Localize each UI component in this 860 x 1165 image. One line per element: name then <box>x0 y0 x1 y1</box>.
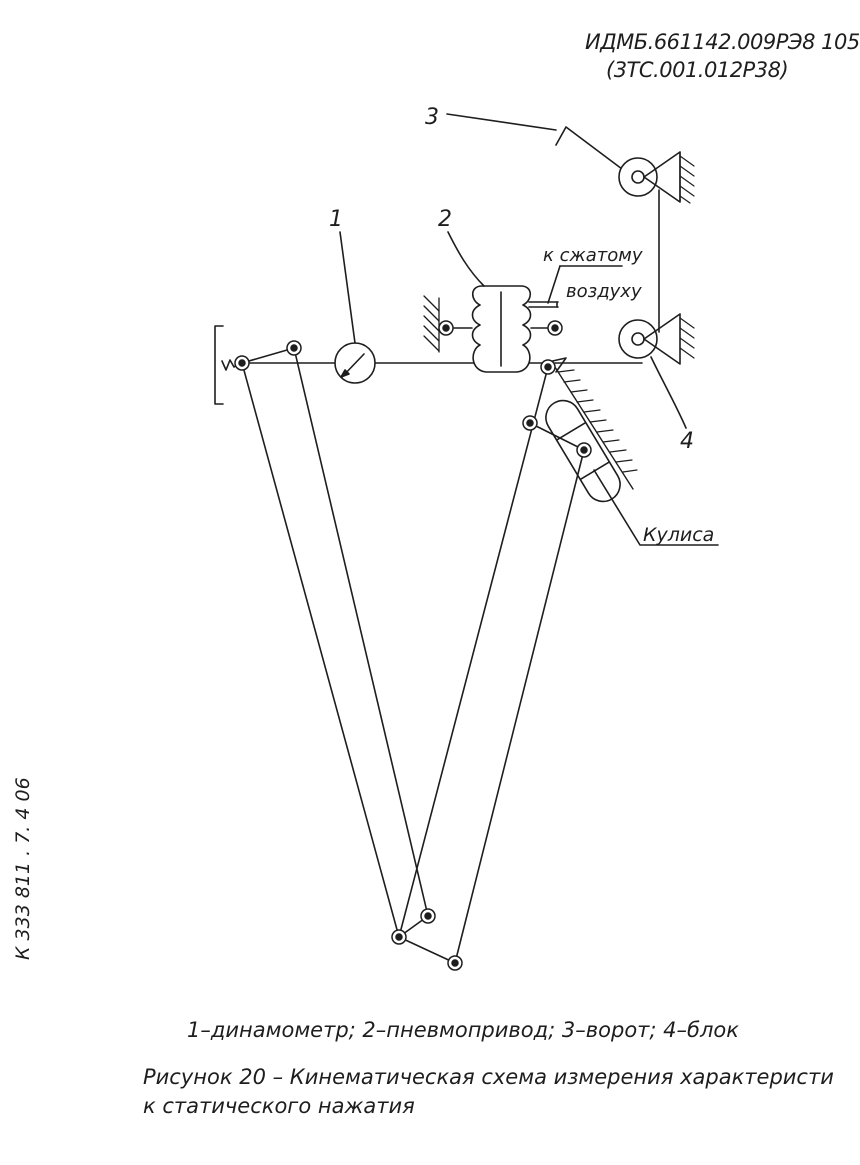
leader-1 <box>339 231 356 344</box>
air-label-line2: воздуху <box>566 281 642 302</box>
air-label-line1: к сжатому <box>543 245 643 266</box>
pneumatic-wall <box>423 295 440 353</box>
figure-caption: Рисунок 20 – Кинематическая схема измере… <box>143 1065 834 1089</box>
hinge <box>522 415 538 431</box>
kulisa-link <box>529 422 585 451</box>
air-leader <box>547 265 561 304</box>
pneumatic-drive <box>449 285 559 373</box>
label-4: 4 <box>680 429 694 454</box>
lower-link-2 <box>398 936 456 964</box>
long-link-2 <box>293 347 429 917</box>
hinge <box>447 955 463 971</box>
hinge <box>420 908 436 924</box>
leader-4 <box>650 356 687 429</box>
dynamometer <box>334 342 376 384</box>
page: ИДМБ.661142.009РЭ8 105 (3ТС.001.012Р38) … <box>12 30 860 1118</box>
long-link-4 <box>454 449 585 964</box>
legend: 1–динамометр; 2–пневмопривод; 3–ворот; 4… <box>187 1018 739 1042</box>
hinges <box>234 320 592 971</box>
label-1: 1 <box>329 207 343 232</box>
document-code-alt: (3ТС.001.012Р38) <box>606 58 789 82</box>
figure-caption-continued: к статического нажатия <box>143 1094 415 1118</box>
hinge <box>438 320 454 336</box>
hinge <box>547 320 563 336</box>
kulisa-wall <box>552 363 638 490</box>
hinge <box>576 442 592 458</box>
short-link-left <box>241 347 295 364</box>
hinge <box>540 359 556 375</box>
label-2: 2 <box>438 207 452 232</box>
lever-pivot-mark <box>547 357 567 373</box>
label-3: 3 <box>425 105 439 130</box>
long-link-3 <box>398 366 549 938</box>
hinge <box>391 929 407 945</box>
hinge <box>234 355 250 371</box>
winch <box>555 126 695 204</box>
leader-kulisa <box>593 469 719 546</box>
kulisa-label: Кулиса <box>643 524 714 546</box>
leader-2 <box>447 231 485 287</box>
pulley-block <box>618 313 695 365</box>
document-code: ИДМБ.661142.009РЭ8 105 <box>585 30 860 54</box>
long-link-1 <box>241 362 400 938</box>
hinge <box>286 340 302 356</box>
kinematic-scheme: 1 2 3 4 к сжатому воздуху Кулиса <box>214 105 719 971</box>
leader-3 <box>446 113 557 131</box>
